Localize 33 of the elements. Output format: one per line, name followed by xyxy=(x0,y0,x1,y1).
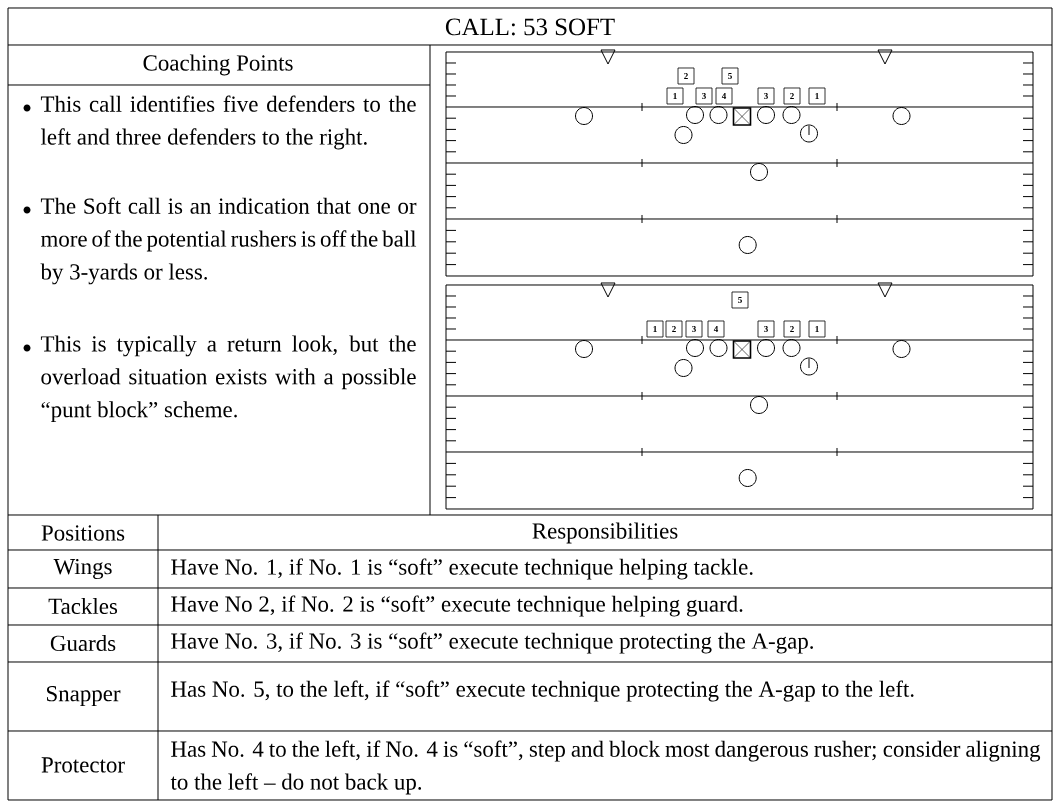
number-box: 2 xyxy=(783,320,801,338)
position-cell: Guards xyxy=(50,634,116,652)
number-box: 2 xyxy=(677,67,695,85)
bullet-point-text: This is typically a return look, but the overload situation exists with a possible “punt block” scheme. xyxy=(40,335,416,422)
column-heading: Coaching Points xyxy=(143,54,293,76)
position-cell: Wings xyxy=(53,558,112,580)
bullet-point-text: The Soft call is an indication that one or more of the potential rushers is off the ball by 3-yards or less. xyxy=(40,197,417,285)
position-cell: Protector xyxy=(41,757,125,773)
number-box: 5 xyxy=(721,67,739,85)
responsibility-cell: Have No 2, if No. 2 is “soft” execute technique helping guard. xyxy=(171,595,743,617)
number-box: 1 xyxy=(808,320,826,338)
number-box: 4 xyxy=(707,320,725,338)
column-header: Positions xyxy=(41,525,125,541)
bullet-point-text: This call identifies five defenders to the left and three defenders to the right. xyxy=(40,95,416,150)
number-box: 1 xyxy=(666,87,684,105)
column-header: Responsibilities xyxy=(532,522,678,544)
number-box: 3 xyxy=(757,320,775,338)
position-cell: Snapper xyxy=(47,685,121,706)
number-box: 3 xyxy=(757,87,775,105)
number-box: 3 xyxy=(695,87,713,105)
position-cell: Tackles xyxy=(48,597,118,615)
number-box: 2 xyxy=(665,320,683,338)
number-box: 3 xyxy=(685,320,703,338)
responsibility-cell: Has No. 5, to the left, if “soft” execute technique protecting the A-gap to the left. xyxy=(171,680,914,702)
number-box: 4 xyxy=(715,87,733,105)
title: CALL: 53 SOFT xyxy=(445,18,615,36)
number-box: 2 xyxy=(783,87,801,105)
number-box: 1 xyxy=(808,87,826,105)
number-box: 5 xyxy=(731,291,749,309)
responsibility-cell: Have No. 3, if No. 3 is “soft” execute technique protecting the A-gap. xyxy=(171,632,813,654)
number-box: 1 xyxy=(646,320,664,338)
responsibility-cell: Has No. 4 to the left, if No. 4 is “soft”, step and block most dangerous rusher; consider aligning to the left – do not back up. xyxy=(170,740,1041,795)
responsibility-cell: Have No. 1, if No. 1 is “soft” execute technique helping tackle. xyxy=(171,558,753,580)
